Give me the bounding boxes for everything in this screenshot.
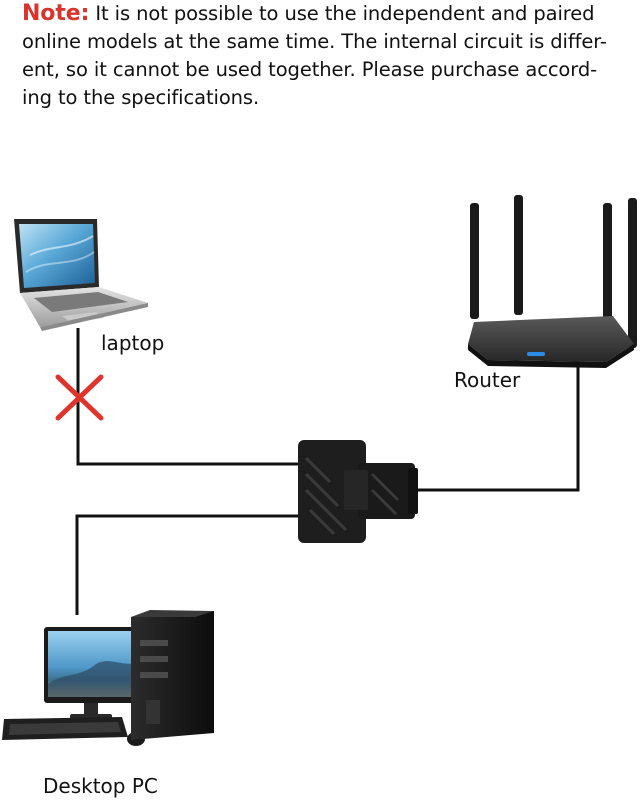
note-text: Note: It is not possible to use the inde… xyxy=(22,0,622,112)
note-line-4: ing to the specifications. xyxy=(22,86,260,109)
desktop-link-line xyxy=(75,514,298,615)
laptop-link-line xyxy=(76,328,298,466)
note-line-1: It is not possible to use the independen… xyxy=(89,2,595,25)
desktop-pc-label: Desktop PC xyxy=(43,774,158,798)
splitter-icon xyxy=(298,440,418,543)
router-label: Router xyxy=(454,368,521,392)
router-link-line xyxy=(418,366,580,492)
note-line-2: online models at the same time. The inte… xyxy=(22,30,607,53)
laptop-label: laptop xyxy=(101,331,165,355)
note-line-3: ent, so it cannot be used together. Plea… xyxy=(22,58,598,81)
router-icon xyxy=(468,195,637,368)
note-label: Note: xyxy=(22,1,90,26)
cross-mark-icon xyxy=(55,374,104,421)
desktop-pc-icon xyxy=(2,610,214,746)
connection-lines xyxy=(75,328,580,615)
laptop-icon xyxy=(14,219,148,331)
